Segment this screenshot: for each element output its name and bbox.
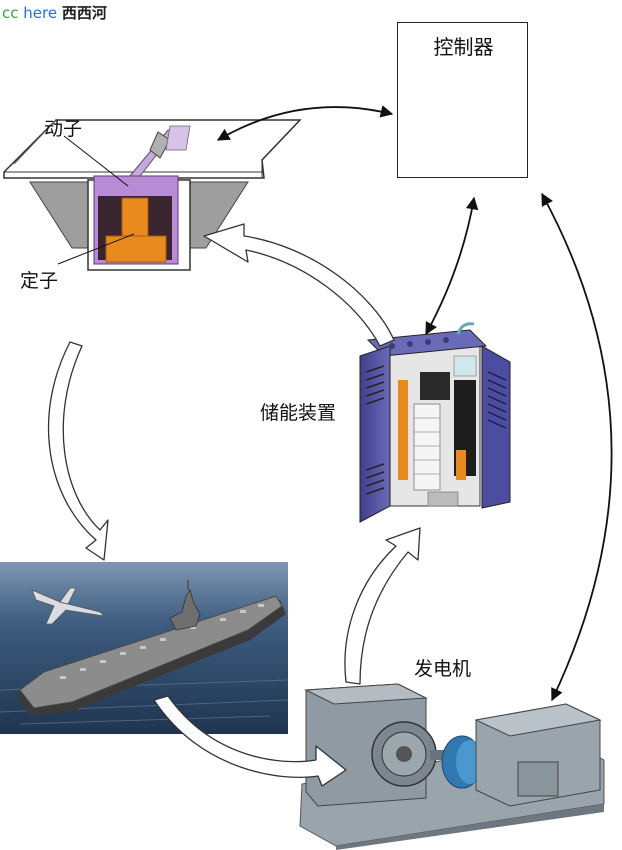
hollow-arrows (47, 223, 421, 787)
hollow-arrow-carrier-to-generator (153, 695, 347, 787)
storage-cabinet (359, 322, 511, 523)
stator-label: 定子 (20, 270, 59, 292)
arrows (216, 105, 613, 702)
storage-label: 储能装置 (260, 402, 337, 424)
controller-label: 控制器 (433, 35, 494, 59)
hollow-arrow-storage-to-motor (203, 223, 395, 347)
controller-box: 控制器 (397, 22, 528, 178)
hollow-arrow-motor-to-carrier (47, 341, 109, 561)
linear-motor-section (3, 119, 302, 271)
arrow-controller-motor (216, 105, 394, 141)
hollow-arrow-generator-to-storage (344, 527, 421, 685)
watermark-cc: cc (2, 4, 19, 22)
stator-shape (105, 197, 167, 263)
generator-label: 发电机 (414, 658, 472, 680)
watermark-cn: 西西河 (61, 4, 107, 22)
aircraft-carrier-photo (0, 562, 289, 734)
generator-machine (299, 683, 605, 850)
arrow-controller-storage (425, 196, 479, 336)
watermark-here: here (23, 4, 58, 22)
mover-label: 动子 (44, 118, 83, 140)
watermark: cc here 西西河 (2, 2, 107, 23)
arrow-controller-generator (541, 192, 613, 702)
fighter-jet (31, 587, 106, 625)
